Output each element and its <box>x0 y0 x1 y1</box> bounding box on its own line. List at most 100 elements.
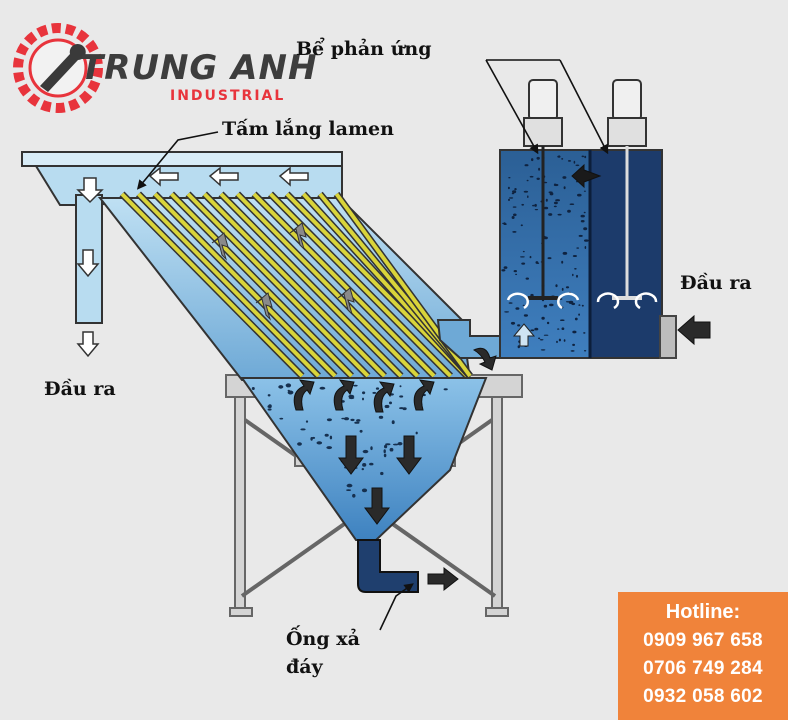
tank-particle <box>570 350 575 352</box>
tank-particle <box>541 316 545 320</box>
tank-particle <box>557 328 560 330</box>
sludge-particle <box>354 421 360 424</box>
tank-particle <box>577 193 582 197</box>
tank-particle <box>512 206 517 208</box>
sludge-particle <box>399 407 404 410</box>
sludge-particle <box>343 417 350 421</box>
label-leader-lines <box>136 59 609 631</box>
hotline-phone[interactable]: 0932 058 602 <box>643 686 763 707</box>
sludge-particle <box>326 446 333 450</box>
tank-particle <box>527 195 529 198</box>
tank-particle <box>554 183 556 185</box>
tank-particle <box>572 273 574 277</box>
label-reaction-tank: Bể phản ứng <box>296 38 432 60</box>
sludge-particle <box>350 418 355 422</box>
tank-particle <box>526 179 529 182</box>
lamella-plate <box>170 192 353 378</box>
tank-particle <box>510 321 516 325</box>
sludge-particle <box>362 449 369 454</box>
tank-particle <box>557 155 561 158</box>
tank-particle <box>521 262 526 265</box>
sludge-particle <box>346 489 352 491</box>
sludge-particle <box>397 442 403 446</box>
sludge-particle <box>384 404 390 409</box>
sludge-particle <box>380 471 384 476</box>
lamella-plate <box>120 192 304 378</box>
tank-particle <box>583 350 587 352</box>
tank-particle <box>529 255 532 259</box>
company-logo <box>13 23 103 113</box>
tank-particle <box>517 345 520 349</box>
tank-particle <box>512 231 517 233</box>
tank-particle <box>534 209 539 211</box>
tank-particle <box>503 266 508 269</box>
tank-particle <box>557 213 562 216</box>
sludge-particle <box>324 433 329 437</box>
tank-particle <box>539 339 544 341</box>
tank-particle <box>543 206 549 210</box>
sludge-particle <box>370 446 373 451</box>
sludge-particle <box>389 447 394 452</box>
sludge-particle <box>378 415 384 419</box>
tank-particle <box>578 313 580 316</box>
tank-particle <box>524 164 529 167</box>
tank-particle <box>576 274 578 278</box>
sludge-particle <box>326 418 332 422</box>
hotline-phone[interactable]: 0909 967 658 <box>643 630 763 651</box>
tank-particle <box>583 211 586 214</box>
label-drain-line2: đáy <box>286 656 323 678</box>
lamella-plate <box>137 192 320 378</box>
tank-particle <box>576 247 580 249</box>
tank-particle <box>555 199 560 202</box>
tank-particle <box>584 155 587 159</box>
tank-particle <box>534 203 537 207</box>
sludge-particle <box>278 385 284 389</box>
tank-particle <box>584 246 587 249</box>
flow-arrows-overflow <box>76 166 309 358</box>
sludge-particle <box>319 386 326 390</box>
tank-particle <box>549 192 554 196</box>
tank-particle <box>511 216 515 219</box>
tank-particle <box>540 349 546 351</box>
tank-particle <box>583 227 588 231</box>
sludge-particle <box>267 394 271 397</box>
sludge-particle <box>305 420 309 423</box>
tank-particle <box>561 287 564 291</box>
tank-particle <box>563 339 566 342</box>
tank-particle <box>515 307 520 310</box>
tank-particle <box>584 239 589 242</box>
hotline-phone[interactable]: 0706 749 284 <box>643 658 763 679</box>
tank-particle <box>578 304 581 306</box>
sludge-particle <box>361 468 364 471</box>
sludge-particle <box>362 397 364 401</box>
lamella-plate <box>236 192 419 378</box>
sludge-particle <box>329 435 333 440</box>
sludge-particle <box>300 428 306 431</box>
tank-particle <box>549 303 554 307</box>
sludge-particle <box>389 401 392 405</box>
tank-particle <box>513 270 517 273</box>
lamella-plate <box>186 192 370 378</box>
tank-particle <box>522 250 525 253</box>
sludge-particle <box>297 442 302 446</box>
hotline-box: Hotline: 0909 967 658 0706 749 284 0932 … <box>618 592 788 720</box>
tank-particle <box>567 160 572 162</box>
tank-particle <box>536 177 540 180</box>
sludge-particle <box>356 419 361 422</box>
tank-particle <box>503 222 506 225</box>
tank-particle <box>525 277 529 280</box>
sludge-particle <box>285 383 292 388</box>
tank-particle <box>547 257 552 260</box>
tank-particle <box>508 177 511 179</box>
sludge-particle <box>391 420 395 425</box>
tank-particle <box>508 198 510 201</box>
label-lamella-plates: Tấm lắng lamen <box>222 118 394 140</box>
tank-particle <box>574 268 577 270</box>
sludge-particle <box>267 408 272 411</box>
tank-particle <box>515 273 518 276</box>
sludge-particle <box>353 384 358 387</box>
tank-particle <box>507 186 510 190</box>
tank-particle <box>523 314 529 317</box>
tank-particle <box>572 343 575 346</box>
